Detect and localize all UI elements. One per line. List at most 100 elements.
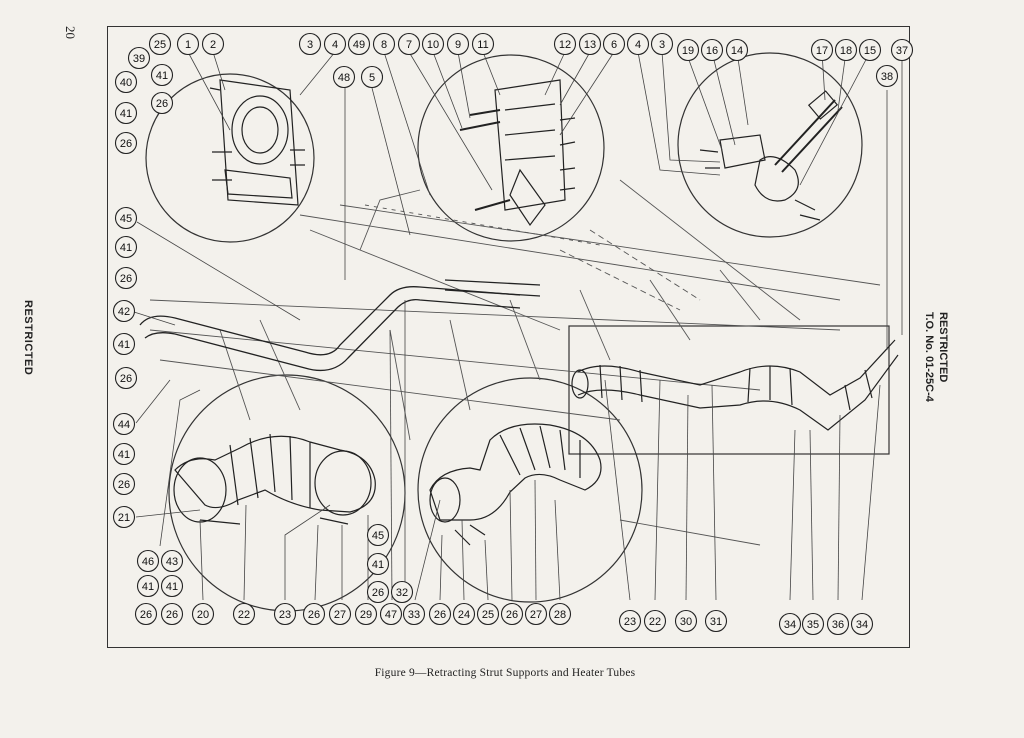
callout-25: 41 — [150, 63, 174, 87]
callout-11: 11 — [471, 32, 495, 56]
callout-label: 13 — [584, 39, 596, 51]
callout-label: 6 — [611, 39, 617, 51]
callout-34: 41 — [114, 235, 138, 259]
callout-circle — [114, 206, 138, 230]
callout-label: 11 — [477, 39, 488, 51]
callout-62: 24 — [452, 602, 476, 626]
detail-box-right — [568, 325, 890, 455]
callout-72: 35 — [801, 612, 825, 636]
callout-label: 23 — [279, 609, 291, 621]
callout-label: 26 — [120, 138, 132, 150]
callout-label: 47 — [385, 609, 397, 621]
callout-label: 4 — [635, 39, 641, 51]
callout-label: 41 — [156, 70, 168, 82]
callout-label: 20 — [197, 609, 209, 621]
callout-46: 41 — [160, 574, 184, 598]
callout-label: 41 — [120, 242, 132, 254]
callout-label: 39 — [133, 53, 145, 65]
callout-circle — [150, 91, 174, 115]
callout-71: 34 — [778, 612, 802, 636]
callout-circle — [201, 32, 225, 56]
callout-65: 27 — [524, 602, 548, 626]
callout-48: 26 — [160, 602, 184, 626]
callout-50: 22 — [232, 602, 256, 626]
duct-assembly-right — [571, 339, 899, 431]
callout-35: 26 — [114, 266, 138, 290]
callout-17: 19 — [676, 38, 700, 62]
callout-circle — [298, 32, 322, 56]
callout-74: 34 — [850, 612, 874, 636]
callout-circle — [826, 612, 850, 636]
callout-66: 28 — [548, 602, 572, 626]
detail-circle-upper-left — [145, 73, 315, 243]
callout-31: 5 — [360, 65, 384, 89]
callout-label: 27 — [334, 609, 346, 621]
callout-circle — [810, 38, 834, 62]
callout-label: 43 — [166, 556, 178, 568]
callout-circle — [114, 101, 138, 125]
callout-label: 25 — [154, 39, 166, 51]
callout-22: 15 — [858, 38, 882, 62]
callout-64: 26 — [500, 602, 524, 626]
callout-32: 38 — [875, 64, 899, 88]
callout-circle — [548, 602, 572, 626]
callout-label: 26 — [156, 98, 168, 110]
callout-56: 45 — [366, 523, 390, 547]
callout-circle — [428, 602, 452, 626]
callout-63: 25 — [476, 602, 500, 626]
callout-circle — [778, 612, 802, 636]
wing-structure — [149, 179, 881, 546]
callout-label: 22 — [649, 616, 661, 628]
callout-circle — [191, 602, 215, 626]
callout-circle — [553, 32, 577, 56]
callout-label: 34 — [856, 619, 868, 631]
callout-circle — [850, 612, 874, 636]
callout-28: 26 — [114, 131, 138, 155]
figure-frame — [107, 26, 910, 648]
callout-label: 5 — [369, 72, 375, 84]
callout-label: 36 — [832, 619, 844, 631]
callout-38: 26 — [114, 366, 138, 390]
callout-circle — [176, 32, 200, 56]
callout-circle — [112, 442, 136, 466]
callout-69: 30 — [674, 609, 698, 633]
callout-label: 26 — [140, 609, 152, 621]
callout-47: 26 — [134, 602, 158, 626]
callout-12: 12 — [553, 32, 577, 56]
callout-circle — [232, 602, 256, 626]
detail-circle-lower-center — [417, 377, 643, 603]
callout-51: 23 — [273, 602, 297, 626]
callout-label: 26 — [120, 273, 132, 285]
callout-24: 39 — [127, 46, 151, 70]
callout-9: 10 — [421, 32, 445, 56]
callout-label: 3 — [307, 39, 313, 51]
callout-10: 9 — [446, 32, 470, 56]
callout-6: 49 — [347, 32, 371, 56]
callout-5: 4 — [323, 32, 347, 56]
callout-circle — [674, 609, 698, 633]
callout-label: 34 — [784, 619, 796, 631]
callout-58: 26 — [366, 580, 390, 604]
callout-label: 14 — [731, 45, 743, 57]
callout-label: 29 — [360, 609, 372, 621]
heater-tube-main — [139, 279, 541, 372]
callout-label: 4 — [332, 39, 338, 51]
callout-label: 26 — [506, 609, 518, 621]
callout-circle — [160, 549, 184, 573]
callout-circle — [134, 602, 158, 626]
callout-label: 1 — [185, 39, 191, 51]
callout-circle — [273, 602, 297, 626]
strut-bracket — [459, 79, 576, 227]
callout-circle — [446, 32, 470, 56]
callout-42: 21 — [112, 505, 136, 529]
callout-label: 27 — [530, 609, 542, 621]
callout-circle — [704, 609, 728, 633]
mounting-plate — [209, 79, 305, 206]
callout-label: 2 — [210, 39, 216, 51]
callout-circle — [114, 235, 138, 259]
callout-label: 16 — [706, 45, 718, 57]
callout-40: 41 — [112, 442, 136, 466]
callout-circle — [524, 602, 548, 626]
callout-label: 12 — [559, 39, 571, 51]
